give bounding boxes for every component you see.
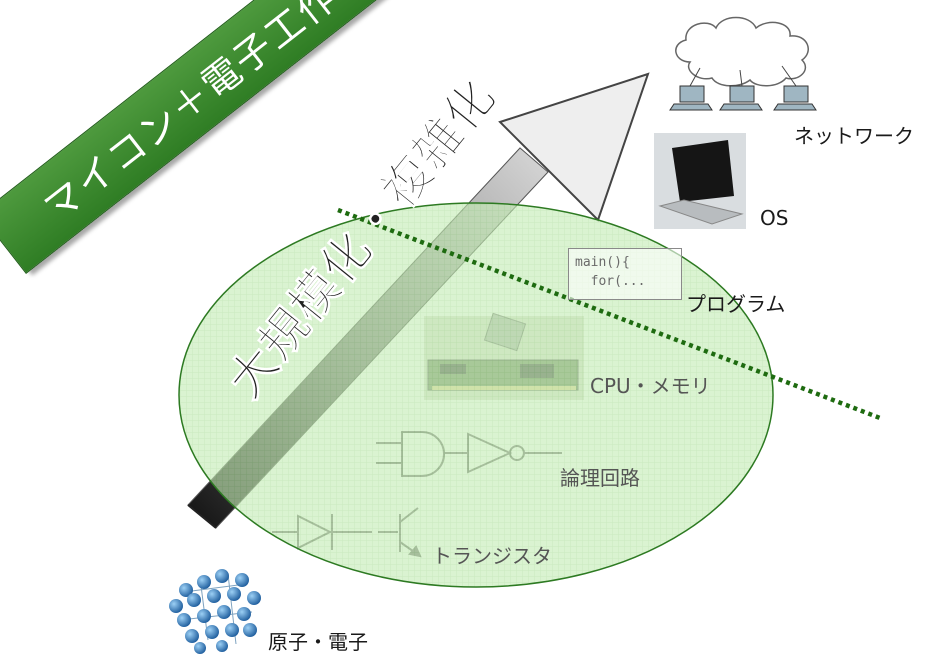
network-icon: [669, 16, 817, 111]
network-label: ネットワーク: [794, 124, 914, 148]
transistor-label: トランジスタ: [432, 544, 552, 568]
code-line-2: for(...: [575, 274, 646, 289]
atom-electron-label: 原子・電子: [268, 630, 368, 654]
laptop-icon: [654, 133, 746, 229]
boundary-dotted-line: [337, 207, 881, 421]
atom-icon: [169, 569, 261, 654]
cpu-memory-label: CPU・メモリ: [590, 374, 711, 398]
logic-circuit-label: 論理回路: [560, 466, 640, 490]
code-line-1: main(){: [575, 255, 630, 270]
program-label: プログラム: [686, 292, 786, 316]
code-snippet: main(){ for(...: [568, 248, 682, 300]
os-label: OS: [760, 206, 789, 230]
